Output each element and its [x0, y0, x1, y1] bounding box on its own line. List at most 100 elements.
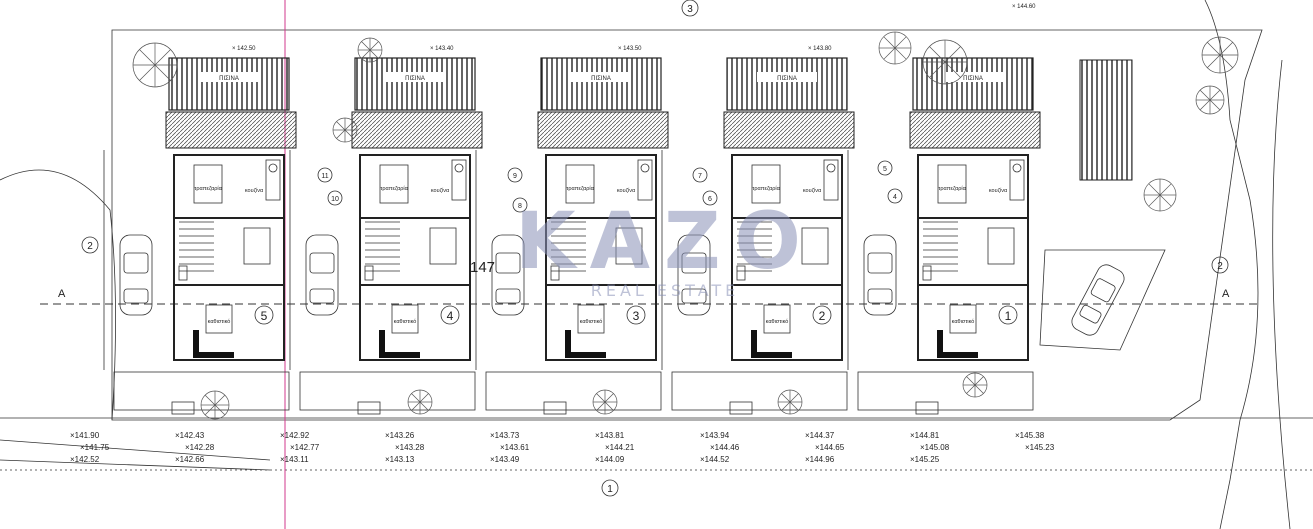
section-mark-left: A [58, 288, 66, 300]
car-icon [119, 234, 153, 316]
tree-branch [1148, 183, 1161, 196]
tree-icon [357, 37, 383, 63]
sink-icon [1012, 163, 1022, 173]
dining-label: τραπεζαρία [938, 186, 966, 192]
table [379, 164, 409, 204]
living-label: καθιστικό [394, 318, 417, 325]
kitchen-counter [637, 159, 653, 201]
tree-icon [1143, 178, 1177, 212]
sofa-icon [751, 330, 792, 358]
house-outline [917, 154, 1029, 361]
kitchen-label: κουζίνα [245, 188, 264, 194]
stair-number-circle [327, 190, 343, 206]
car-icon [1071, 264, 1125, 336]
elevation-label: × 142.50 [232, 46, 256, 52]
plot-label: 147 [470, 259, 495, 276]
pool-label: ΠΙΣΙΝΑ [963, 76, 983, 82]
car-body [305, 234, 339, 316]
stair-number: 6 [708, 196, 712, 203]
watermark-main: KAZO [515, 197, 815, 287]
terrace [909, 111, 1041, 149]
car-body [491, 234, 525, 316]
axis-mark-top: 3 [687, 4, 693, 15]
kitchen-counter [451, 159, 467, 201]
elevation-label: ×142.28 [185, 443, 215, 452]
section-line: A A [40, 288, 1260, 305]
tree-branch [1207, 42, 1221, 56]
tree-branch [604, 401, 614, 411]
elevation-label: ×145.08 [920, 443, 950, 452]
living-label: καθιστικό [208, 318, 231, 325]
coffee-table [949, 304, 977, 334]
pool-label: ΠΙΣΙΝΑ [219, 76, 239, 82]
pool [354, 57, 476, 111]
table [565, 164, 595, 204]
wc-icon [364, 265, 374, 281]
living-label: καθιστικό [952, 318, 975, 325]
pool-label-box [199, 72, 259, 82]
tree-branch [781, 401, 791, 411]
pool-label-box [943, 72, 1003, 82]
sink-icon [454, 163, 464, 173]
tree-branch [974, 376, 984, 386]
car-icon [491, 234, 525, 316]
gate [357, 401, 381, 415]
gate [543, 401, 567, 415]
kitchen-label: κουζίνα [431, 188, 450, 194]
axis-mark-right: 2 [1217, 261, 1223, 272]
elevation-label: ×143.73 [490, 431, 520, 440]
tree-branch [1199, 89, 1211, 101]
terrace [723, 111, 855, 149]
elevation-label: ×144.65 [815, 443, 845, 452]
elevation-label: ×143.81 [595, 431, 625, 440]
pool [168, 57, 290, 111]
elevation-label: ×143.13 [385, 455, 415, 464]
axis-mark-bottom: 1 [607, 484, 613, 495]
wc-icon [178, 265, 188, 281]
tree-icon [962, 372, 988, 398]
elevation-bottom-group: ×141.90×141.75×142.52×142.43×142.28×142.… [70, 431, 1055, 464]
tree-branch [1159, 194, 1172, 207]
terrace [537, 111, 669, 149]
tree-branch [419, 393, 429, 403]
elevation-label: ×143.28 [395, 443, 425, 452]
table [751, 164, 781, 204]
stair-number-circle [877, 160, 893, 176]
elevation-label: ×143.94 [700, 431, 730, 440]
car-windshield [681, 252, 707, 274]
elevation-label: ×142.92 [280, 431, 310, 440]
tree-branch [336, 129, 346, 139]
car-body [677, 234, 711, 316]
tree-branch [1219, 42, 1233, 56]
living-label: καθιστικό [766, 318, 789, 325]
tree-branch [789, 393, 799, 403]
stair-number-circle [317, 167, 333, 183]
car-rear-window [123, 288, 149, 304]
tree-branch [944, 46, 961, 63]
pool [540, 57, 662, 111]
watermark-sub: REAL ESTATE [591, 281, 740, 300]
elevation-label: ×144.96 [805, 455, 835, 464]
tree-branch [411, 401, 421, 411]
elevation-label: × 144.60 [1012, 4, 1036, 10]
garden-pool-right [1079, 59, 1133, 181]
tree-branch [781, 393, 791, 403]
pool [726, 57, 848, 111]
stair-number: 11 [321, 173, 328, 180]
coffee-table [205, 304, 233, 334]
tree-branch [1209, 99, 1221, 111]
unit-number-circle [812, 305, 832, 325]
tree-branch [344, 121, 354, 131]
watermark: KAZO REAL ESTATE [515, 197, 815, 300]
house-outline [545, 154, 657, 361]
elevation-label: ×144.37 [805, 431, 835, 440]
stair-number: 9 [513, 173, 517, 180]
tree-branch [789, 401, 799, 411]
unit-number-circle [440, 305, 460, 325]
tree-icon [1201, 36, 1239, 74]
